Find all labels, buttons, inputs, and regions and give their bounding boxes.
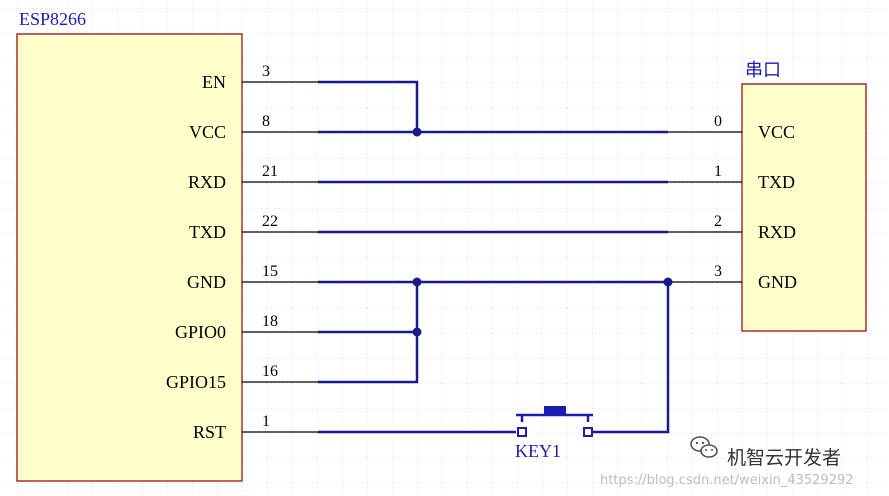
esp-pin-name-en: EN — [202, 72, 226, 92]
esp-pin-num-gpio15: 16 — [262, 363, 278, 380]
esp-pin-name-gnd: GND — [187, 272, 226, 292]
key1-actuator — [544, 406, 566, 415]
serial-pins: VCC TXD RXD GND 0 1 2 3 — [668, 113, 797, 292]
esp-pin-num-txd: 22 — [262, 213, 278, 230]
wire-en-vcc-tie — [318, 80, 419, 132]
serial-pin-num-2: 2 — [714, 213, 722, 230]
key1-left-terminal — [517, 427, 527, 437]
serial-pin-num-3: 3 — [714, 263, 722, 280]
esp-pin-num-en: 3 — [262, 63, 270, 80]
esp8266-pins: EN VCC RXD TXD GND GPIO0 GPIO15 RST 3 8 … — [166, 63, 318, 442]
junction-vcc — [412, 127, 422, 137]
key1-label: KEY1 — [515, 441, 561, 461]
wire-key-to-gnd — [593, 282, 670, 434]
serial-body — [741, 83, 867, 332]
esp-pin-name-rst: RST — [193, 422, 226, 442]
wire-gpio15 — [318, 282, 419, 384]
serial-pin-name-txd: TXD — [758, 172, 795, 192]
wires — [318, 80, 673, 434]
watermark: 机智云开发者 https://blog.csdn.net/weixin_4352… — [600, 436, 854, 488]
esp8266-body — [16, 33, 243, 482]
esp-pin-name-gpio0: GPIO0 — [175, 322, 226, 342]
esp-pin-name-rxd: RXD — [188, 172, 226, 192]
watermark-title: 机智云开发者 — [727, 447, 841, 469]
esp-pin-name-vcc: VCC — [189, 122, 226, 142]
watermark-url: https://blog.csdn.net/weixin_43529292 — [600, 473, 854, 488]
serial-pin-num-0: 0 — [714, 113, 722, 130]
junction-gnd-left — [412, 277, 422, 287]
esp-pin-num-rst: 1 — [262, 413, 270, 430]
junction-gnd-right — [663, 277, 673, 287]
key1-right-terminal — [583, 427, 593, 437]
serial-component[interactable]: 串口 VCC TXD RXD GND 0 1 2 3 — [668, 60, 867, 332]
esp-pin-name-gpio15: GPIO15 — [166, 372, 226, 392]
junction-gpio0 — [412, 327, 422, 337]
serial-label: 串口 — [745, 60, 781, 80]
esp-pin-name-txd: TXD — [189, 222, 226, 242]
esp-pin-num-vcc: 8 — [262, 113, 270, 130]
serial-pin-name-gnd: GND — [758, 272, 797, 292]
serial-pin-name-rxd: RXD — [758, 222, 796, 242]
esp8266-label: ESP8266 — [19, 9, 86, 29]
esp-pin-num-gpio0: 18 — [262, 313, 278, 330]
esp8266-component[interactable]: ESP8266 EN VCC RXD TXD GND GPIO0 GPIO15 … — [16, 9, 318, 482]
serial-pin-name-vcc: VCC — [758, 122, 795, 142]
esp-pin-num-gnd: 15 — [262, 263, 278, 280]
serial-pin-num-1: 1 — [714, 163, 722, 180]
wechat-icon — [690, 436, 718, 458]
esp-pin-num-rxd: 21 — [262, 163, 278, 180]
key1-switch[interactable]: KEY1 — [515, 406, 593, 461]
